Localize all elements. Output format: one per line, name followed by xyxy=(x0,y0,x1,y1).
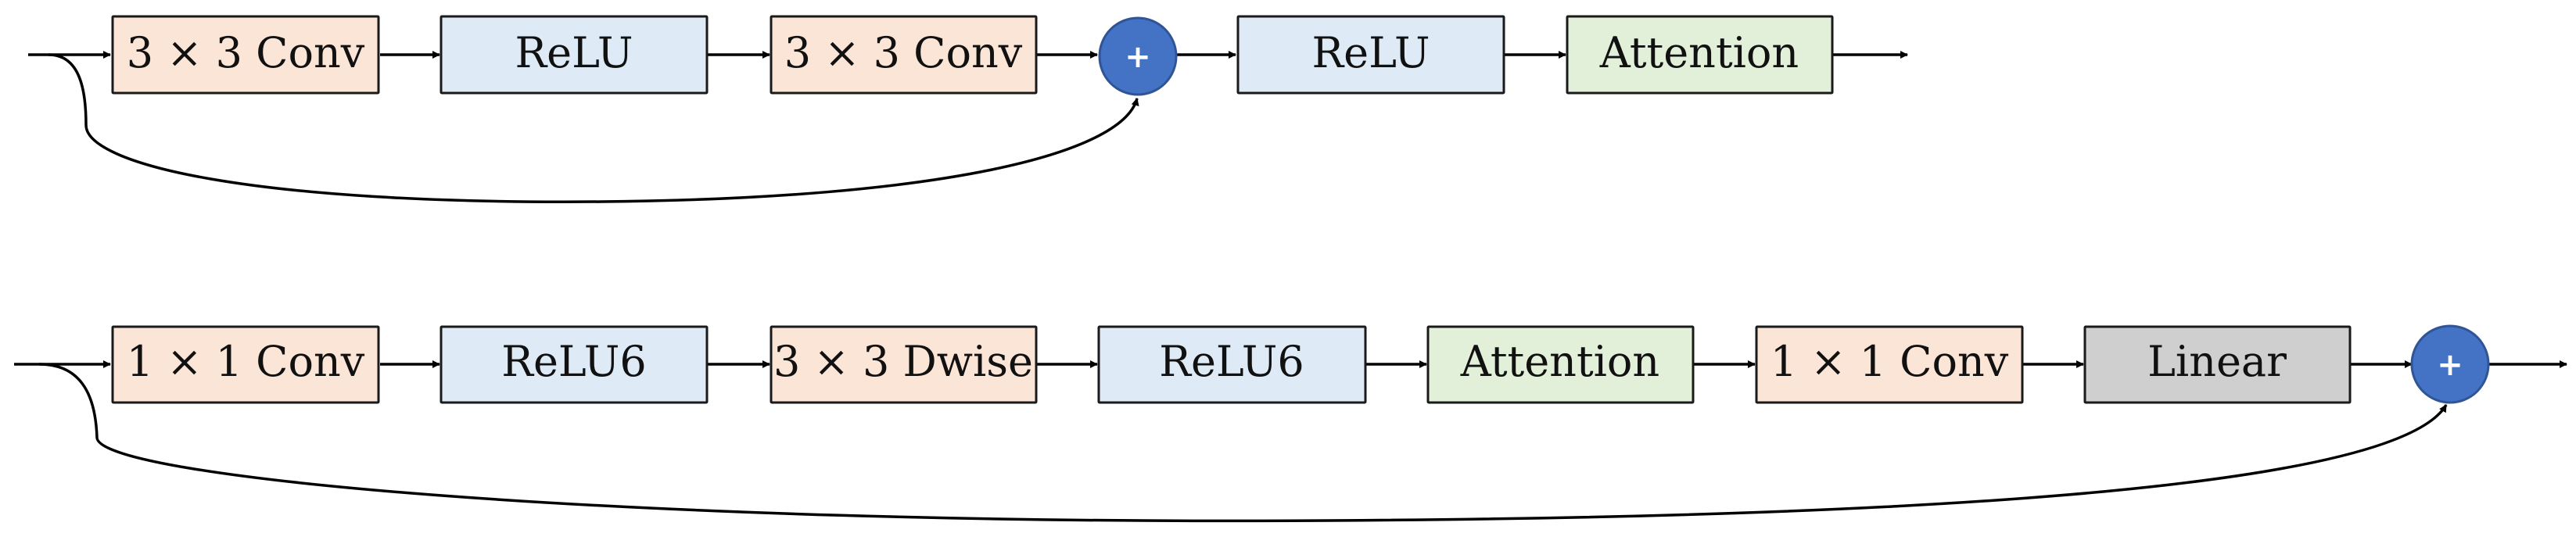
row2-block-linear-box xyxy=(2083,325,2352,404)
row1-block-conv-3x3-a-label: 3 × 3 Conv xyxy=(127,28,365,77)
row2-add-node: + xyxy=(2410,324,2490,404)
row2-add-node-circle xyxy=(2410,324,2490,404)
row1-block-conv-3x3-b-label: 3 × 3 Conv xyxy=(784,28,1023,77)
row1-block-relu-a: ReLU xyxy=(439,15,709,95)
row2-block-conv-1x1-b-label: 1 × 1 Conv xyxy=(1771,337,2009,386)
row1-block-relu-a-label: ReLU xyxy=(515,28,633,77)
row2-block-attention: Attention xyxy=(1426,325,1695,404)
row1-block-conv-3x3-a-box xyxy=(111,15,380,95)
row2-block-relu6-a: ReLU6 xyxy=(439,325,709,404)
row2-block-dwise-3x3-box xyxy=(770,325,1038,404)
row1-block-attention-box xyxy=(1566,15,1834,95)
row1-add-node-circle xyxy=(1098,16,1178,96)
row1-block-relu-b-box xyxy=(1236,15,1505,95)
row1-add-node: + xyxy=(1098,16,1178,96)
row2-block-linear-label: Linear xyxy=(2147,337,2287,386)
row1-skip-connection xyxy=(48,53,1139,203)
row2-skip-connection xyxy=(38,363,2448,523)
row2-block-conv-1x1-a-label: 1 × 1 Conv xyxy=(127,337,365,386)
row1-block-conv-3x3-b: 3 × 3 Conv xyxy=(770,15,1038,95)
row2-block-attention-label: Attention xyxy=(1460,337,1659,386)
row1-block-conv-3x3-b-box xyxy=(770,15,1038,95)
row1-add-node-symbol: + xyxy=(1125,39,1151,75)
row2-block-conv-1x1-a: 1 × 1 Conv xyxy=(111,325,380,404)
row1-block-relu-b: ReLU xyxy=(1236,15,1505,95)
row1-block-relu-a-box xyxy=(439,15,709,95)
row2-block-relu6-a-box xyxy=(439,325,709,404)
row2-block-attention-box xyxy=(1426,325,1695,404)
row1-block-relu-b-label: ReLU xyxy=(1311,28,1430,77)
row2-block-linear: Linear xyxy=(2083,325,2352,404)
row2-block-relu6-a-label: ReLU6 xyxy=(501,337,646,386)
row2-block-relu6-b-label: ReLU6 xyxy=(1159,337,1304,386)
row2-block-dwise-3x3: 3 × 3 Dwise xyxy=(770,325,1038,404)
row2-block-relu6-b: ReLU6 xyxy=(1097,325,1367,404)
row2-block-conv-1x1-a-box xyxy=(111,325,380,404)
row2-block-conv-1x1-b: 1 × 1 Conv xyxy=(1755,325,2024,404)
row-2-inverted-residual-block: 1 × 1 Conv ReLU6 3 × 3 Dwise ReLU6 Atten… xyxy=(14,324,2567,523)
row2-block-conv-1x1-b-box xyxy=(1755,325,2024,404)
row1-block-attention: Attention xyxy=(1566,15,1834,95)
row2-block-dwise-3x3-label: 3 × 3 Dwise xyxy=(773,337,1033,386)
row1-block-conv-3x3-a: 3 × 3 Conv xyxy=(111,15,380,95)
row1-block-attention-label: Attention xyxy=(1599,28,1799,77)
row-1-basic-residual-block: 3 × 3 Conv ReLU 3 × 3 Conv + ReLU Attent… xyxy=(28,15,1908,203)
row2-block-relu6-b-box xyxy=(1097,325,1367,404)
row2-add-node-symbol: + xyxy=(2437,347,2463,383)
